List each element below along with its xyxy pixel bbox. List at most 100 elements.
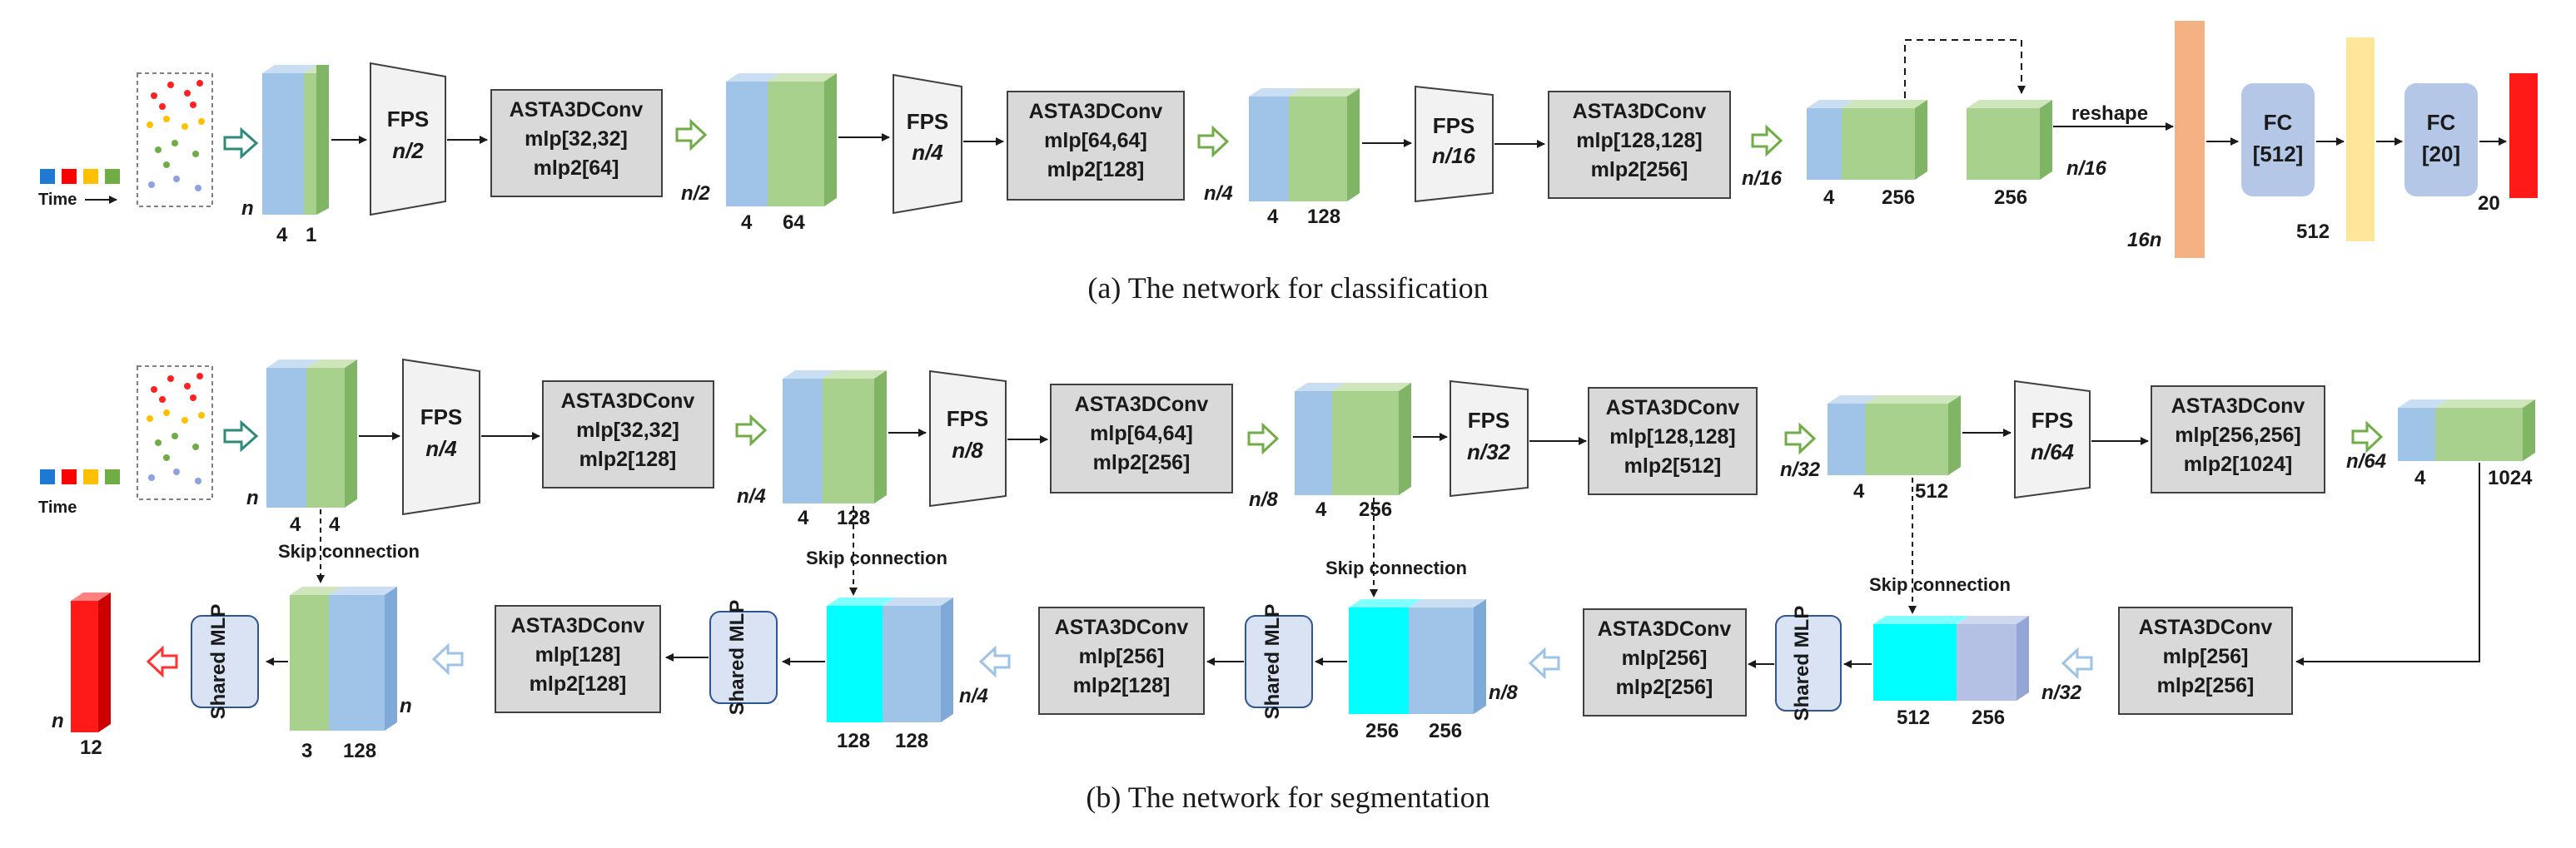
up-conv4: ASTA3DConv mlp[128] mlp2[128] [495, 605, 661, 713]
svg-text:mlp[128,128]: mlp[128,128] [1609, 425, 1735, 449]
svg-text:FPS: FPS [1433, 113, 1475, 138]
cls-cube4: 256 n/16 [1967, 100, 2107, 209]
svg-text:FC: FC [2264, 110, 2293, 135]
green-arrow-icon [735, 414, 768, 447]
svg-text:mlp[256]: mlp[256] [1622, 647, 1708, 670]
caption-classification: (a) The network for classification [1087, 271, 1488, 305]
svg-text:512: 512 [1897, 707, 1930, 729]
svg-text:ASTA3DConv: ASTA3DConv [1598, 617, 1732, 641]
cls-conv1: ASTA3DConv mlp[32,32] mlp2[64] [490, 89, 663, 197]
legend-top: Time [38, 169, 120, 209]
svg-text:n/32: n/32 [1467, 439, 1511, 464]
svg-text:4: 4 [741, 211, 753, 234]
caption-segmentation: (b) The network for segmentation [1086, 781, 1489, 814]
seg-conv3: ASTA3DConv mlp[128,128] mlp2[512] [1588, 387, 1758, 495]
svg-text:ASTA3DConv: ASTA3DConv [1573, 100, 1707, 123]
svg-text:n/8: n/8 [1249, 488, 1278, 511]
shared-mlp-1: Shared MLP [1775, 606, 1842, 722]
svg-text:n/16: n/16 [1742, 167, 1783, 190]
seg-fps4: FPS n/64 [2014, 379, 2091, 499]
red-arrow-icon [146, 645, 178, 678]
cls-conv2: ASTA3DConv mlp[64,64] mlp2[128] [1007, 91, 1185, 201]
point-cloud-input-seg [137, 365, 213, 500]
cls-cube-input: n 4 1 [241, 65, 329, 246]
svg-text:mlp2[128]: mlp2[128] [530, 672, 627, 696]
svg-text:ASTA3DConv: ASTA3DConv [1075, 393, 1209, 416]
svg-text:mlp2[64]: mlp2[64] [534, 156, 619, 180]
svg-text:256: 256 [1882, 186, 1915, 209]
svg-text:n/16: n/16 [1432, 143, 1476, 168]
svg-text:128: 128 [1307, 206, 1340, 228]
green-arrow-icon [1784, 422, 1817, 455]
svg-text:mlp[32,32]: mlp[32,32] [576, 419, 679, 442]
seg-cube4: n/64 4 1024 [2346, 399, 2535, 489]
svg-text:mlp2[256]: mlp2[256] [2157, 674, 2255, 697]
cls-output-bar [2509, 73, 2538, 198]
svg-text:mlp2[256]: mlp2[256] [1093, 451, 1191, 474]
shared-mlp-3: Shared MLP [709, 600, 778, 715]
outline-arrow-icon [223, 126, 259, 160]
svg-text:4: 4 [798, 507, 809, 529]
svg-text:n/4: n/4 [912, 140, 943, 165]
seg-cube1: n/4 4 128 [737, 370, 887, 529]
svg-text:20: 20 [2478, 192, 2500, 215]
svg-text:mlp2[256]: mlp2[256] [1616, 676, 1713, 699]
svg-text:n/2: n/2 [681, 182, 710, 205]
svg-text:FPS: FPS [1468, 408, 1510, 433]
svg-text:mlp2[128]: mlp2[128] [1047, 158, 1145, 181]
svg-text:256: 256 [1365, 720, 1399, 742]
svg-text:n/64: n/64 [2346, 450, 2386, 473]
up-conv1: ASTA3DConv mlp[256] mlp2[256] [2118, 607, 2293, 715]
shared-mlp-2: Shared MLP [1245, 604, 1313, 719]
svg-text:512: 512 [2296, 221, 2330, 243]
svg-text:[512]: [512] [2253, 141, 2304, 166]
cls-fps1-title: FPS [387, 107, 430, 131]
swatch-red [62, 169, 77, 184]
cls-fc1: FC [512] [2241, 83, 2315, 196]
up-cube2: 256 256 [1349, 599, 1486, 742]
svg-text:64: 64 [783, 211, 805, 234]
svg-text:ASTA3DConv: ASTA3DConv [1606, 396, 1740, 419]
svg-text:FPS: FPS [907, 109, 949, 134]
green-arrow-icon [675, 118, 708, 151]
svg-text:mlp2[1024]: mlp2[1024] [2184, 453, 2293, 476]
svg-text:n/64: n/64 [2031, 439, 2075, 464]
up-cube4: 3 128 [290, 587, 397, 762]
svg-text:n/8: n/8 [1489, 682, 1518, 704]
svg-text:ASTA3DConv: ASTA3DConv [2171, 394, 2305, 418]
svg-text:Shared MLP: Shared MLP [1791, 606, 1813, 722]
cls-fc-bar [2346, 37, 2375, 241]
blue-arrow-icon [1528, 647, 1560, 680]
skip-label-3: Skip connection [1325, 558, 1467, 578]
seg-cube2: n/8 4 256 [1249, 383, 1411, 521]
svg-text:4: 4 [1315, 498, 1327, 521]
cls-cube0-w2: 1 [306, 224, 316, 246]
seg-cube3: n/32 4 512 [1780, 395, 1961, 503]
cls-cube2: n/4 4 128 [1204, 88, 1360, 228]
blue-arrow-icon [431, 642, 464, 676]
green-arrow-icon [1197, 125, 1230, 158]
svg-text:Time: Time [38, 498, 77, 517]
svg-text:256: 256 [1429, 720, 1462, 742]
blue-arrow-icon [978, 645, 1011, 678]
svg-text:3: 3 [301, 740, 312, 762]
reshape-label: reshape [2071, 102, 2148, 125]
svg-text:ASTA3DConv: ASTA3DConv [510, 98, 644, 121]
skip-label-1: Skip connection [278, 541, 420, 562]
green-arrow-icon [1751, 124, 1783, 157]
svg-text:16n: 16n [2127, 229, 2161, 251]
seg-fps2: FPS n/8 [929, 369, 1007, 508]
svg-text:1024: 1024 [2488, 467, 2533, 489]
svg-text:mlp[256,256]: mlp[256,256] [2175, 424, 2300, 447]
swatch-yellow [83, 169, 98, 184]
seg-conv2: ASTA3DConv mlp[64,64] mlp2[256] [1050, 384, 1233, 493]
cls-fps1-sub: n/2 [392, 138, 424, 163]
svg-text:FPS: FPS [947, 406, 989, 431]
up-conv2: ASTA3DConv mlp[256] mlp2[256] [1583, 608, 1747, 717]
svg-text:n: n [52, 710, 64, 732]
seg-fps3: FPS n/32 [1450, 379, 1529, 498]
svg-text:mlp[256]: mlp[256] [1079, 645, 1165, 668]
up-cube1: 512 256 [1873, 616, 2029, 729]
point-cloud-input [137, 72, 213, 207]
